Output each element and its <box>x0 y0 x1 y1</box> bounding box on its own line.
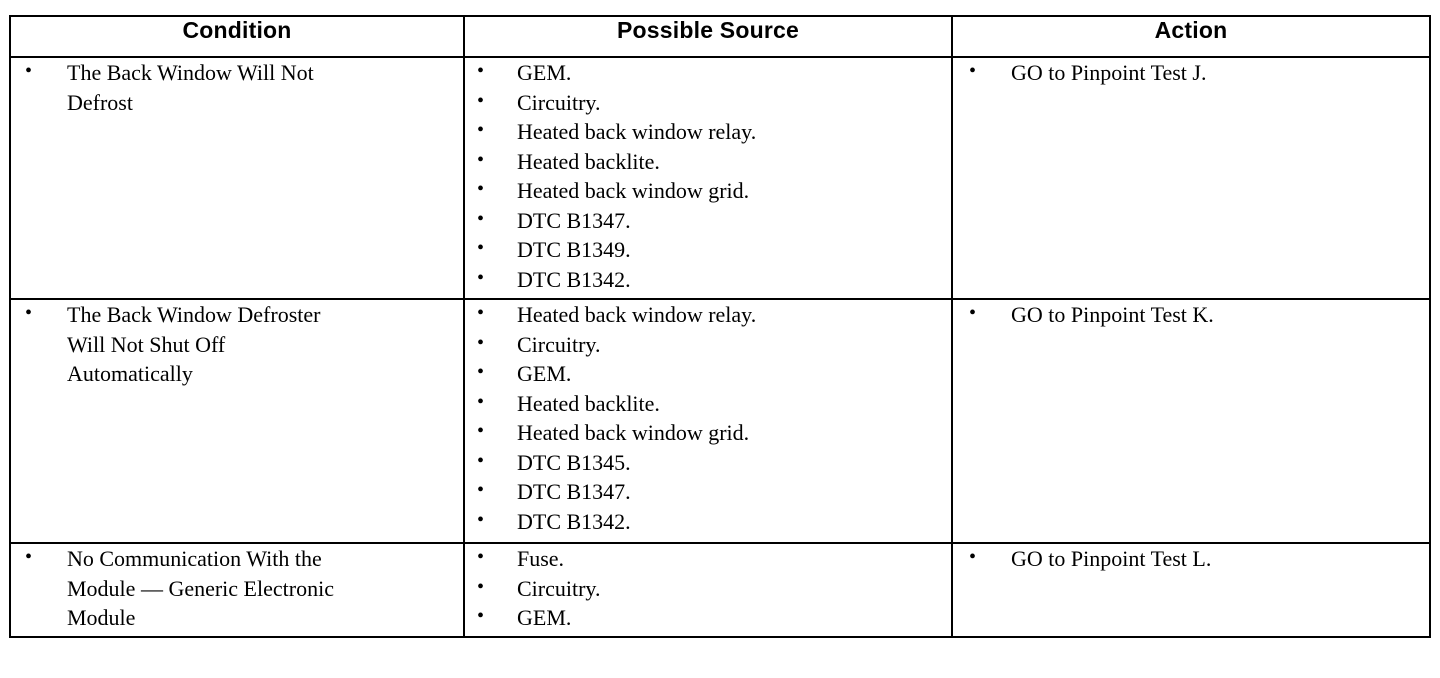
list-item: GEM. <box>465 602 951 633</box>
list-item: Heated back window grid. <box>465 417 951 448</box>
list-item: No Communication With the Module — Gener… <box>11 543 463 633</box>
list-item: GO to Pinpoint Test J. <box>953 57 1429 88</box>
table-row: The Back Window Will Not Defrost GEM. Ci… <box>9 56 1431 300</box>
condition-list: The Back Window Will Not Defrost <box>11 57 463 117</box>
list-item: GEM. <box>465 358 951 389</box>
possible-source-list: Heated back window relay. Circuitry. GEM… <box>465 299 951 537</box>
condition-list: No Communication With the Module — Gener… <box>11 543 463 633</box>
list-item: Circuitry. <box>465 87 951 118</box>
action-list: GO to Pinpoint Test K. <box>953 299 1429 330</box>
list-item: DTC B1347. <box>465 205 951 236</box>
table-row: No Communication With the Module — Gener… <box>9 542 1431 638</box>
list-item: Fuse. <box>465 543 951 574</box>
list-item: Heated backlite. <box>465 388 951 419</box>
cell-possible-source: Heated back window relay. Circuitry. GEM… <box>463 298 953 544</box>
cell-condition: No Communication With the Module — Gener… <box>9 542 465 638</box>
possible-source-list: GEM. Circuitry. Heated back window relay… <box>465 57 951 295</box>
cell-action: GO to Pinpoint Test L. <box>951 542 1431 638</box>
list-item: DTC B1342. <box>465 506 951 537</box>
cell-possible-source: GEM. Circuitry. Heated back window relay… <box>463 56 953 300</box>
list-item: The Back Window Defroster Will Not Shut … <box>11 299 463 389</box>
list-item: Heated back window relay. <box>465 116 951 147</box>
column-header-possible-source: Possible Source <box>463 15 953 58</box>
cell-possible-source: Fuse. Circuitry. GEM. <box>463 542 953 638</box>
cell-action: GO to Pinpoint Test J. <box>951 56 1431 300</box>
list-item: DTC B1345. <box>465 447 951 478</box>
list-item: GO to Pinpoint Test L. <box>953 543 1429 574</box>
cell-condition: The Back Window Defroster Will Not Shut … <box>9 298 465 544</box>
table-body: The Back Window Will Not Defrost GEM. Ci… <box>9 56 1431 638</box>
column-header-action: Action <box>951 15 1431 58</box>
possible-source-list: Fuse. Circuitry. GEM. <box>465 543 951 633</box>
list-item: GEM. <box>465 57 951 88</box>
list-item: DTC B1349. <box>465 234 951 265</box>
list-item: Heated backlite. <box>465 146 951 177</box>
table-header: Condition Possible Source Action <box>9 15 1431 58</box>
list-item: DTC B1347. <box>465 476 951 507</box>
symptom-diagnostic-table: Condition Possible Source Action The Bac… <box>9 15 1431 638</box>
cell-action: GO to Pinpoint Test K. <box>951 298 1431 544</box>
list-item: The Back Window Will Not Defrost <box>11 57 463 117</box>
header-row: Condition Possible Source Action <box>9 15 1431 58</box>
list-item: DTC B1342. <box>465 264 951 295</box>
cell-condition: The Back Window Will Not Defrost <box>9 56 465 300</box>
list-item: Heated back window relay. <box>465 299 951 330</box>
list-item: GO to Pinpoint Test K. <box>953 299 1429 330</box>
list-item: Circuitry. <box>465 329 951 360</box>
table-row: The Back Window Defroster Will Not Shut … <box>9 298 1431 544</box>
list-item: Circuitry. <box>465 573 951 604</box>
list-item: Heated back window grid. <box>465 175 951 206</box>
condition-list: The Back Window Defroster Will Not Shut … <box>11 299 463 389</box>
action-list: GO to Pinpoint Test J. <box>953 57 1429 88</box>
column-header-condition: Condition <box>9 15 465 58</box>
action-list: GO to Pinpoint Test L. <box>953 543 1429 574</box>
